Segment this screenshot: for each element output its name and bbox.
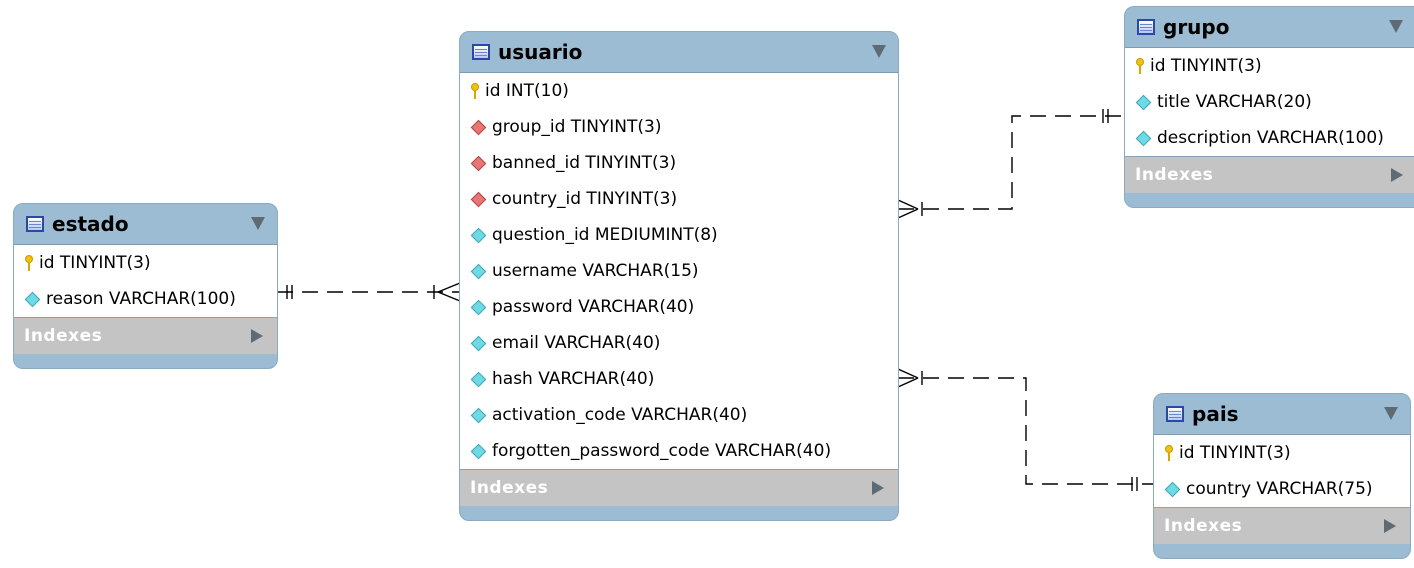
key-icon (1136, 58, 1144, 74)
indexes-label: Indexes (1164, 516, 1243, 536)
column-label: group_id TINYINT(3) (492, 117, 662, 137)
table-name: grupo (1163, 15, 1230, 39)
column-icon (1164, 481, 1181, 497)
column-row[interactable]: email VARCHAR(40) (460, 325, 898, 361)
column-list: id TINYINT(3) reason VARCHAR(100) (14, 244, 277, 318)
table-estado[interactable]: estado id TINYINT(3)reason VARCHAR(100) … (13, 203, 278, 369)
column-row[interactable]: password VARCHAR(40) (460, 289, 898, 325)
expand-arrow-icon[interactable] (1384, 519, 1396, 533)
column-label: email VARCHAR(40) (492, 333, 661, 353)
expand-arrow-icon[interactable] (1391, 168, 1403, 182)
column-label: id TINYINT(3) (39, 253, 151, 273)
column-label: hash VARCHAR(40) (492, 369, 655, 389)
key-icon (471, 83, 479, 99)
table-icon (1137, 19, 1155, 35)
foreign-key-icon (470, 191, 487, 207)
column-row[interactable]: banned_id TINYINT(3) (460, 145, 898, 181)
table-header[interactable]: grupo (1125, 7, 1414, 47)
column-row[interactable]: country_id TINYINT(3) (460, 181, 898, 217)
table-header[interactable]: pais (1154, 394, 1410, 434)
column-list: id TINYINT(3) title VARCHAR(20) descriptio… (1125, 47, 1414, 157)
table-footer (14, 354, 277, 368)
table-usuario[interactable]: usuario id INT(10) group_id TINYINT(3) ban… (459, 31, 899, 521)
column-label: country_id TINYINT(3) (492, 189, 678, 209)
column-icon (470, 371, 487, 387)
table-footer (1125, 193, 1414, 207)
column-icon (470, 227, 487, 243)
table-icon (26, 216, 44, 232)
table-name: estado (52, 212, 129, 236)
table-header[interactable]: estado (14, 204, 277, 244)
column-row[interactable]: id TINYINT(3) (1154, 435, 1410, 471)
column-icon (24, 291, 41, 307)
indexes-section[interactable]: Indexes (14, 318, 277, 354)
column-icon (1135, 130, 1152, 146)
column-label: password VARCHAR(40) (492, 297, 695, 317)
column-label: description VARCHAR(100) (1157, 128, 1384, 148)
column-label: username VARCHAR(15) (492, 261, 699, 281)
table-header[interactable]: usuario (460, 32, 898, 72)
indexes-section[interactable]: Indexes (1154, 508, 1410, 544)
indexes-label: Indexes (24, 326, 103, 346)
indexes-section[interactable]: Indexes (1125, 157, 1414, 193)
collapse-arrow-icon[interactable] (251, 217, 265, 230)
indexes-label: Indexes (1135, 165, 1214, 185)
column-label: forgotten_password_code VARCHAR(40) (492, 441, 832, 461)
column-row[interactable]: id TINYINT(3) (14, 245, 277, 281)
table-name: pais (1192, 402, 1239, 426)
column-row[interactable]: question_id MEDIUMINT(8) (460, 217, 898, 253)
collapse-arrow-icon[interactable] (1384, 407, 1398, 420)
column-icon (470, 299, 487, 315)
column-row[interactable]: username VARCHAR(15) (460, 253, 898, 289)
column-label: banned_id TINYINT(3) (492, 153, 677, 173)
column-label: id INT(10) (485, 81, 569, 101)
column-icon (470, 407, 487, 423)
relationship-estado-usuario[interactable] (277, 282, 461, 302)
table-name: usuario (498, 40, 583, 64)
column-label: title VARCHAR(20) (1157, 92, 1312, 112)
column-row[interactable]: reason VARCHAR(100) (14, 281, 277, 317)
foreign-key-icon (470, 155, 487, 171)
table-pais[interactable]: pais id TINYINT(3) country VARCHAR(75) In… (1153, 393, 1411, 559)
table-footer (1154, 544, 1410, 558)
relationship-grupo-usuario[interactable] (897, 109, 1124, 219)
collapse-arrow-icon[interactable] (872, 45, 886, 58)
column-icon (1135, 94, 1152, 110)
indexes-section[interactable]: Indexes (460, 470, 898, 506)
table-footer (460, 506, 898, 520)
column-label: country VARCHAR(75) (1186, 479, 1373, 499)
key-icon (1165, 445, 1173, 461)
column-icon (470, 263, 487, 279)
column-label: id TINYINT(3) (1150, 56, 1262, 76)
expand-arrow-icon[interactable] (872, 481, 884, 495)
column-row[interactable]: forgotten_password_code VARCHAR(40) (460, 433, 898, 469)
collapse-arrow-icon[interactable] (1389, 20, 1403, 33)
key-icon (25, 255, 33, 271)
column-label: reason VARCHAR(100) (46, 289, 236, 309)
column-list: id INT(10) group_id TINYINT(3) banned_id T… (460, 72, 898, 470)
column-row[interactable]: hash VARCHAR(40) (460, 361, 898, 397)
column-row[interactable]: description VARCHAR(100) (1125, 120, 1414, 156)
table-icon (472, 44, 490, 60)
table-grupo[interactable]: grupo id TINYINT(3) title VARCHAR(20) desc… (1124, 6, 1414, 208)
column-label: question_id MEDIUMINT(8) (492, 225, 718, 245)
column-row[interactable]: activation_code VARCHAR(40) (460, 397, 898, 433)
expand-arrow-icon[interactable] (251, 329, 263, 343)
foreign-key-icon (470, 119, 487, 135)
column-icon (470, 335, 487, 351)
table-icon (1166, 406, 1184, 422)
column-row[interactable]: title VARCHAR(20) (1125, 84, 1414, 120)
column-label: id TINYINT(3) (1179, 443, 1291, 463)
column-row[interactable]: country VARCHAR(75) (1154, 471, 1410, 507)
column-label: activation_code VARCHAR(40) (492, 405, 748, 425)
column-row[interactable]: id TINYINT(3) (1125, 48, 1414, 84)
column-icon (470, 443, 487, 459)
column-row[interactable]: id INT(10) (460, 73, 898, 109)
column-list: id TINYINT(3) country VARCHAR(75) (1154, 434, 1410, 508)
column-row[interactable]: group_id TINYINT(3) (460, 109, 898, 145)
relationship-pais-usuario[interactable] (897, 368, 1154, 491)
indexes-label: Indexes (470, 478, 549, 498)
